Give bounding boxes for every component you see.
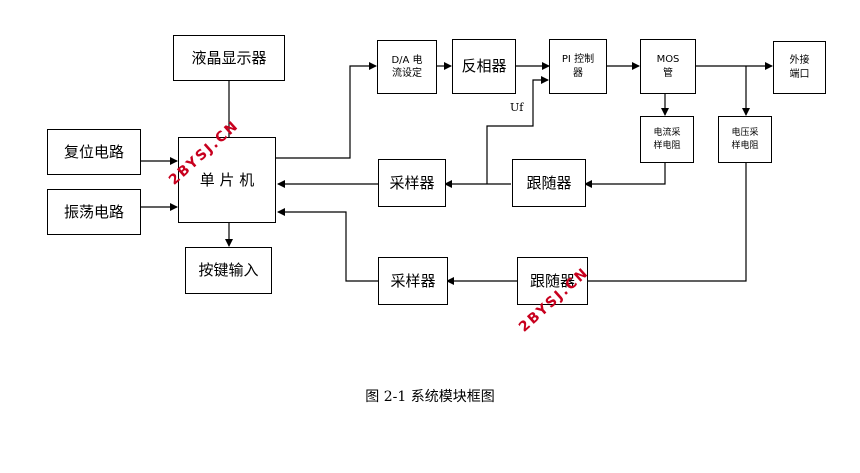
da-current-set-block: D/A 电 流设定 <box>377 40 437 94</box>
figure-caption: 图 2-1 系统模块框图 <box>365 389 495 405</box>
mos-transistor-block: MOS 管 <box>640 39 696 94</box>
external-port-block: 外接 端口 <box>773 41 826 94</box>
voltage-sense-resistor-block: 电压采 样电阻 <box>718 116 772 163</box>
pi-controller-block: PI 控制 器 <box>549 39 607 94</box>
uf-signal-label: Uf <box>510 101 524 114</box>
follower-top-block: 跟随器 <box>512 159 586 207</box>
sampler-bottom-to-mcu-arrow <box>277 208 378 282</box>
voltage-sense-to-follower-arrow <box>587 162 747 282</box>
keypad-input-block: 按键输入 <box>185 247 272 294</box>
current-sense-resistor-block: 电流采 样电阻 <box>640 116 694 163</box>
uf-feedback-arrow <box>486 76 549 184</box>
mcu-to-da-arrow <box>276 62 377 159</box>
current-sense-to-follower-arrow <box>584 162 666 188</box>
inverter-block: 反相器 <box>452 39 516 94</box>
lcd-block: 液晶显示器 <box>173 35 285 81</box>
sampler-top-block: 采样器 <box>378 159 446 207</box>
mcu-block: 单 片 机 <box>178 137 276 223</box>
sampler-bottom-block: 采样器 <box>378 257 448 305</box>
oscillator-circuit-block: 振荡电路 <box>47 189 141 235</box>
reset-circuit-block: 复位电路 <box>47 129 141 175</box>
follower-bottom-block: 跟随器 <box>517 257 588 305</box>
